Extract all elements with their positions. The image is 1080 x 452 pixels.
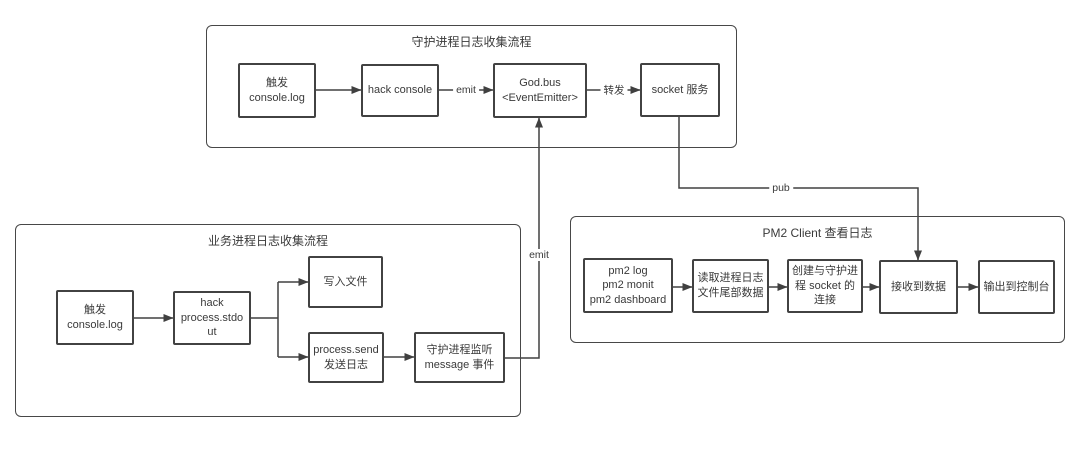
group-title: 业务进程日志收集流程 [207, 234, 328, 248]
node-process-send-log: process.send 发送日志 [308, 332, 384, 383]
group-pm2-client-view-logs: PM2 Client 查看日志 [570, 216, 1065, 343]
group-title: PM2 Client 查看日志 [762, 226, 873, 240]
group-daemon-log-flow: 守护进程日志收集流程 [206, 25, 737, 148]
node-trigger-console-log: 触发 console.log [238, 63, 316, 118]
node-read-log-tail: 读取进程日志 文件尾部数据 [692, 259, 769, 313]
node-trigger-console-log-2: 触发 console.log [56, 290, 134, 345]
node-receive-data: 接收到数据 [879, 260, 958, 314]
node-hack-process-stdout: hack process.stdo ut [173, 291, 251, 345]
group-business-log-flow: 业务进程日志收集流程 [15, 224, 521, 417]
node-daemon-listen-message: 守护进程监听 message 事件 [414, 332, 505, 383]
group-title: 守护进程日志收集流程 [411, 35, 532, 49]
edge-label-forward: 转发 [600, 82, 628, 98]
edge-label-pub: pub [769, 182, 793, 194]
node-create-socket-connection: 创建与守护进 程 socket 的 连接 [787, 259, 863, 313]
edge-label-emit: emit [453, 84, 479, 96]
node-output-console: 输出到控制台 [978, 260, 1055, 314]
node-pm2-commands: pm2 log pm2 monit pm2 dashboard [583, 258, 673, 313]
node-write-file: 写入文件 [308, 256, 383, 308]
node-god-bus-event-emitter: God.bus <EventEmitter> [493, 63, 587, 118]
edge-label-emit-up: emit [526, 249, 552, 261]
node-socket-service: socket 服务 [640, 63, 720, 117]
node-hack-console: hack console [361, 64, 439, 117]
